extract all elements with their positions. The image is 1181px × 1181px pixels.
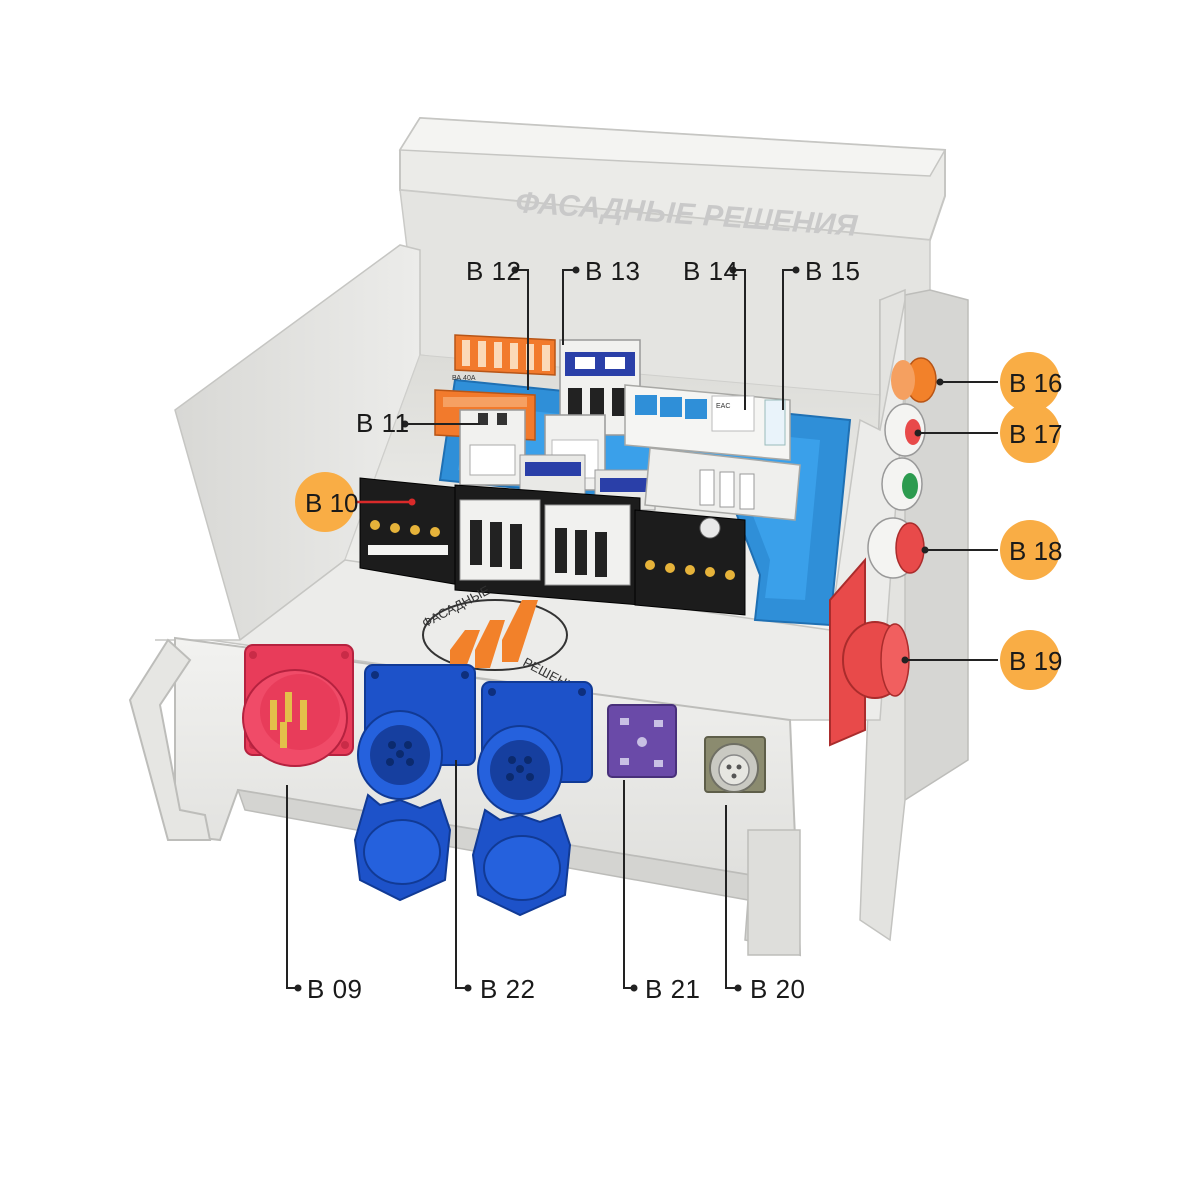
leader-dots — [294, 266, 944, 992]
leader-dot — [408, 498, 416, 506]
leader-b09 — [286, 785, 298, 989]
blue-socket-icon — [353, 664, 476, 902]
back-lid-top — [398, 117, 947, 177]
circuit-breaker-lower — [644, 447, 801, 521]
callout-b16: B 16 — [1009, 368, 1063, 398]
terminal-row-right — [634, 509, 746, 616]
callout-b12: B 12 — [466, 256, 522, 286]
callout-b13: B 13 — [585, 256, 641, 286]
callouts — [286, 269, 998, 989]
callout-b15: B 15 — [805, 256, 861, 286]
callout-b17: B 17 — [1009, 419, 1063, 449]
badge-b16: B 16 — [1000, 352, 1063, 412]
leader-b13 — [562, 269, 576, 345]
callout-b20: B 20 — [750, 974, 806, 1004]
front-leg — [747, 829, 801, 956]
terminal-row-left — [359, 477, 461, 586]
leader-b14 — [733, 269, 746, 410]
leader-b15 — [782, 269, 796, 410]
orange-terminal-block-top — [454, 334, 556, 376]
tiny-rating-label-1: ВА 40А — [452, 375, 476, 382]
contactor-b11 — [459, 409, 526, 486]
callout-b09: B 09 — [307, 974, 363, 1004]
push-buttons-icon — [829, 357, 937, 747]
red-power-plug-icon — [242, 644, 354, 767]
badge-b10: B 10 — [295, 472, 359, 532]
contactor-row-center — [454, 484, 641, 606]
badge-b17: B 17 — [1000, 403, 1063, 463]
callout-b14: B 14 — [683, 256, 739, 286]
leader-b20 — [725, 805, 738, 989]
callout-b21: B 21 — [645, 974, 701, 1004]
callout-b10: B 10 — [305, 488, 359, 518]
callout-b19: B 19 — [1009, 646, 1063, 676]
purple-socket-icon — [607, 704, 677, 778]
callout-b11: B 11 — [356, 408, 410, 438]
leader-b12 — [515, 269, 529, 390]
leader-b22 — [455, 760, 468, 989]
callout-b22: B 22 — [480, 974, 536, 1004]
blue-socket-icon — [471, 681, 593, 917]
carry-handle — [128, 638, 212, 841]
din-rail-area: ВА 40А — [359, 334, 852, 627]
badge-b18: B 18 — [1000, 520, 1063, 580]
circuit-breaker-b14: EAC — [624, 384, 791, 461]
military-connector-icon — [704, 736, 766, 793]
badge-b19: B 19 — [1000, 630, 1063, 690]
tiny-eac-label: EAC — [716, 403, 730, 410]
callout-b18: B 18 — [1009, 536, 1063, 566]
